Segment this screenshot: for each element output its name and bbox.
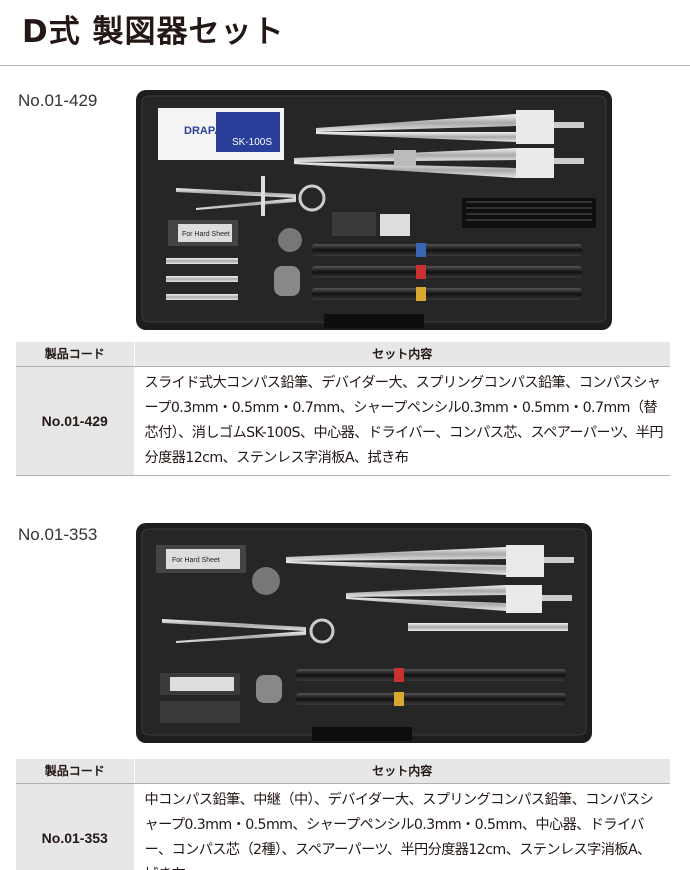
compass-lead-holders-image xyxy=(166,258,238,300)
set-contents: スライド式大コンパス鉛筆、デバイダー大、スプリングコンパス鉛筆、コンパスシャープ… xyxy=(133,366,670,476)
spring-compass-image xyxy=(176,176,326,216)
header-set-contents: セット内容 xyxy=(133,759,670,784)
header-set-contents: セット内容 xyxy=(133,342,670,367)
title-divider xyxy=(0,65,690,66)
eraser-image: DRAPAS SK-100S xyxy=(158,108,284,160)
set-contents: 中コンパス鉛筆、中継（中）、デバイダー大、スプリングコンパス鉛筆、コンパスシャー… xyxy=(133,783,670,870)
large-divider-image xyxy=(286,545,574,577)
extension-bar-image xyxy=(408,623,568,631)
model-number-label: No.01-429 xyxy=(18,91,98,110)
spec-table-353: 製品コード セット内容 No.01-353 中コンパス鉛筆、中継（中）、デバイダ… xyxy=(16,759,670,870)
spring-compass-image xyxy=(162,618,335,644)
product-photo-set-353: For Hard Sheet xyxy=(136,523,592,743)
lead-case-text: For Hard Sheet xyxy=(172,557,220,564)
lead-case-text: For Hard Sheet xyxy=(182,231,230,238)
large-compass-image xyxy=(294,148,584,178)
mechanical-pencils-image xyxy=(296,668,566,706)
eraser-model-text: SK-100S xyxy=(232,137,272,148)
model-number-label: No.01-353 xyxy=(18,525,98,544)
page-title: D式 製図器セット xyxy=(22,14,285,50)
product-code: No.01-429 xyxy=(16,366,134,476)
spare-leads-image xyxy=(462,198,596,228)
medium-compass-image xyxy=(346,585,572,613)
spec-table-429: 製品コード セット内容 No.01-429 スライド式大コンパス鉛筆、デバイダー… xyxy=(16,342,670,476)
small-parts-image xyxy=(274,212,410,296)
eraser-brand-text: DRAPAS xyxy=(184,125,230,137)
mechanical-pencils-image xyxy=(312,243,582,301)
header-product-code: 製品コード xyxy=(16,759,134,784)
product-photo-set-429: DRAPAS SK-100S For Hard Shee xyxy=(136,90,612,330)
small-parts-image xyxy=(160,567,282,723)
lead-refill-case-image: For Hard Sheet xyxy=(168,220,238,246)
large-divider-image xyxy=(316,110,584,144)
lead-refill-case-image: For Hard Sheet xyxy=(156,545,246,573)
product-code: No.01-353 xyxy=(16,783,134,870)
header-product-code: 製品コード xyxy=(16,342,134,367)
